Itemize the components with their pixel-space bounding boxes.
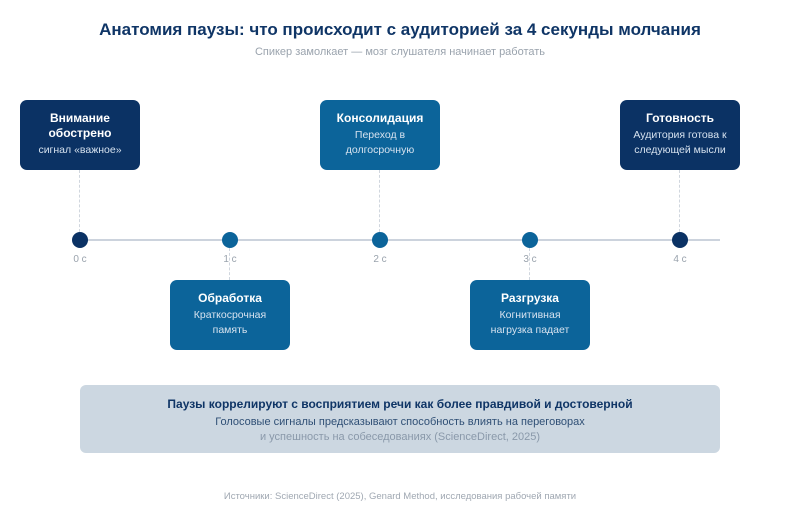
connector-0 [79, 170, 80, 232]
callout-line-2: и успешность на собеседованиях (ScienceD… [259, 431, 541, 443]
timeline-axis [80, 239, 720, 241]
tick-label-4: 4 с [673, 254, 687, 265]
key-finding-callout: Паузы коррелируют с восприятием речи как… [80, 385, 720, 453]
event-detail: Аудитория готова к следующей мысли [633, 129, 727, 156]
event-detail: Переход в долгосрочную [345, 129, 415, 156]
diagram-subtitle: Спикер замолкает — мозг слушателя начина… [254, 46, 546, 58]
tick-label-2: 2 с [373, 254, 387, 265]
tick-label-0: 0 с [73, 254, 87, 265]
event-heading: Консолидация [336, 111, 424, 125]
timeline-dot-3 [522, 232, 538, 248]
sources-footnote: Источники: ScienceDirect (2025), Genard … [223, 491, 577, 502]
event-heading: Разгрузка [501, 291, 559, 305]
tick-label-1: 1 с [223, 254, 237, 265]
event-detail: Когнитивная нагрузка падает [490, 309, 570, 336]
event-card-unloading: Разгрузка Когнитивная нагрузка падает [470, 280, 590, 350]
event-heading: Внимание обострено [48, 111, 112, 140]
connector-1 [229, 248, 230, 280]
diagram-title: Анатомия паузы: что происходит с аудитор… [99, 20, 701, 39]
event-card-attention: Внимание обострено сигнал «важное» [20, 100, 140, 170]
event-heading: Готовность [645, 111, 714, 125]
callout-heading: Паузы коррелируют с восприятием речи как… [167, 397, 633, 411]
event-card-processing: Обработка Краткосрочная память [170, 280, 290, 350]
event-card-consolidation: Консолидация Переход в долгосрочную [320, 100, 440, 170]
callout-line-1: Голосовые сигналы предсказывают способно… [215, 416, 585, 428]
connector-2 [379, 170, 380, 232]
timeline-dot-4 [672, 232, 688, 248]
tick-label-3: 3 с [523, 254, 537, 265]
connector-3 [529, 248, 530, 280]
event-heading: Обработка [198, 291, 262, 305]
connector-4 [679, 170, 680, 232]
event-card-readiness: Готовность Аудитория готова к следующей … [620, 100, 740, 170]
timeline-dot-0 [72, 232, 88, 248]
event-detail: Краткосрочная память [193, 309, 267, 336]
event-detail: сигнал «важное» [38, 144, 122, 156]
timeline-dot-1 [222, 232, 238, 248]
timeline-dot-2 [372, 232, 388, 248]
